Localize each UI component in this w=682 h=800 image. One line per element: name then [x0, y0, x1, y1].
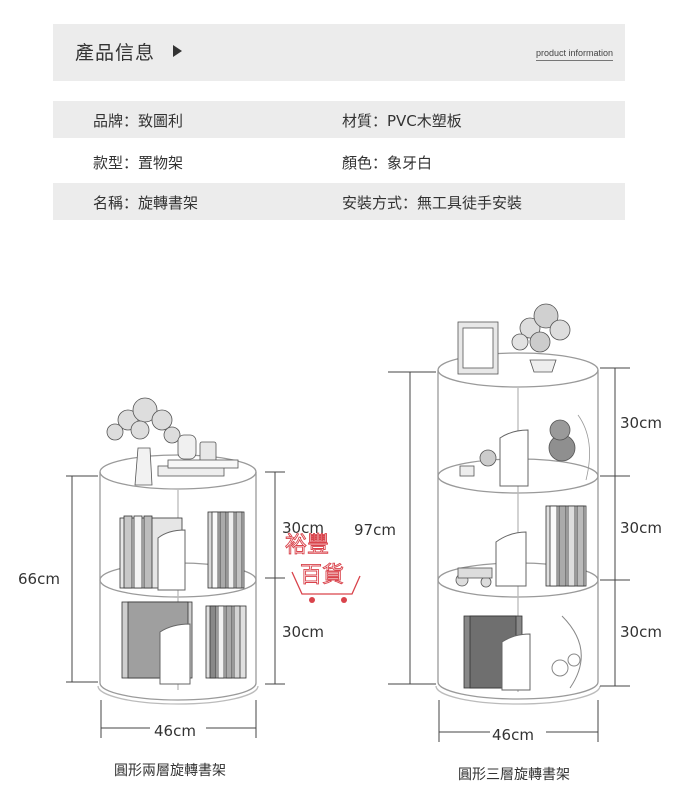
two-tier-width-label: 46cm	[154, 722, 196, 740]
product-info-header: 產品信息 product information	[53, 24, 625, 81]
watermark-bottom-text: 百貨	[300, 563, 344, 588]
three-tier-shelf-drawing	[435, 303, 601, 705]
spec-brand: 品牌：致圖利	[93, 112, 184, 130]
triangle-right-icon	[173, 45, 182, 57]
two-tier-height-label: 66cm	[18, 570, 60, 588]
spec-name: 名稱：旋轉書架	[93, 194, 199, 212]
spec-row: 名稱：旋轉書架 安裝方式：無工具徒手安裝	[53, 183, 625, 220]
three-tier-caption: 圓形三層旋轉書架	[458, 767, 570, 783]
spec-style: 款型：置物架	[93, 154, 184, 172]
spec-install: 安裝方式：無工具徒手安裝	[342, 194, 523, 212]
two-tier-shelf-drawing	[97, 397, 259, 705]
store-logo-watermark: 裕豐 百貨	[285, 533, 361, 603]
three-tier-middle-label: 30cm	[620, 519, 662, 537]
three-tier-bottom-label: 30cm	[620, 623, 662, 641]
spec-material: 材質：PVC木塑板	[342, 112, 462, 130]
two-tier-top-label: 30cm	[282, 519, 324, 537]
three-tier-height-label: 97cm	[354, 521, 396, 539]
bookshelf-diagram: 66cm 30cm 30cm 46cm	[14, 303, 674, 744]
spec-row: 品牌：致圖利 材質：PVC木塑板	[53, 101, 625, 138]
watermark-top-text: 裕豐	[285, 533, 329, 558]
header-subtitle: product information	[535, 48, 613, 61]
two-tier-bottom-label: 30cm	[282, 623, 324, 641]
spec-color: 顏色：象牙白	[342, 154, 433, 172]
header-title: 產品信息	[75, 42, 156, 64]
three-tier-width-label: 46cm	[492, 726, 534, 744]
two-tier-caption: 圓形兩層旋轉書架	[114, 763, 226, 779]
spec-row: 款型：置物架 顏色：象牙白	[53, 143, 625, 180]
three-tier-top-label: 30cm	[620, 414, 662, 432]
